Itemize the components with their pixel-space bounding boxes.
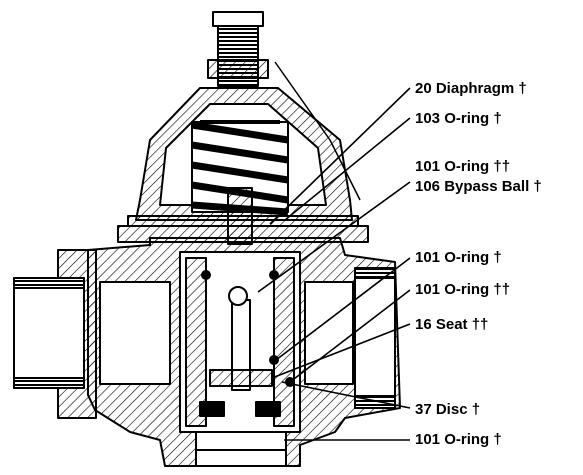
label-101-oring-d: 101 O-ring † <box>415 431 502 448</box>
leader-seat <box>271 323 411 379</box>
bonnet-outline-right <box>274 61 361 201</box>
label-101-oring-a: 101 O-ring †† <box>415 158 510 175</box>
label-101-oring-b: 101 O-ring † <box>415 249 502 266</box>
leader-lines <box>257 87 411 441</box>
disc <box>199 401 225 417</box>
lock-nut <box>207 59 269 79</box>
stem-top <box>227 187 253 245</box>
label-bypass-ball: 106 Bypass Ball † <box>415 178 542 195</box>
leader-103-oring <box>284 117 411 221</box>
inlet-pipe <box>13 277 85 389</box>
label-diaphragm: 20 Diaphragm † <box>415 80 527 97</box>
inlet-thread-bottom <box>13 377 85 389</box>
oring-right-b <box>269 355 279 365</box>
label-seat: 16 Seat †† <box>415 316 488 333</box>
oring-right-a <box>269 270 279 280</box>
valve-body-drawing <box>13 11 401 467</box>
cartridge-right-wall <box>273 257 295 427</box>
bypass-ball <box>228 286 248 306</box>
callout-labels: 20 Diaphragm † 103 O-ring † 101 O-ring †… <box>415 80 542 448</box>
disc-right <box>255 401 281 417</box>
leader-101-oring-c <box>289 289 411 383</box>
inlet-chamber <box>99 281 171 385</box>
inlet-thread <box>13 277 85 289</box>
leader-diaphragm <box>269 87 411 225</box>
adjusting-screw-head <box>212 11 264 27</box>
oring-left-a <box>201 270 211 280</box>
leader-101-oring-b <box>275 257 411 361</box>
label-disc: 37 Disc † <box>415 401 480 418</box>
leader-bypass-ball <box>257 181 411 293</box>
seat-ring <box>209 369 273 387</box>
outlet-chamber <box>304 281 354 385</box>
leader-disc <box>281 381 411 409</box>
outlet-thread-top <box>354 267 396 279</box>
cartridge-left-wall <box>185 257 207 427</box>
label-101-oring-c: 101 O-ring †† <box>415 281 510 298</box>
label-103-oring: 103 O-ring † <box>415 110 502 127</box>
